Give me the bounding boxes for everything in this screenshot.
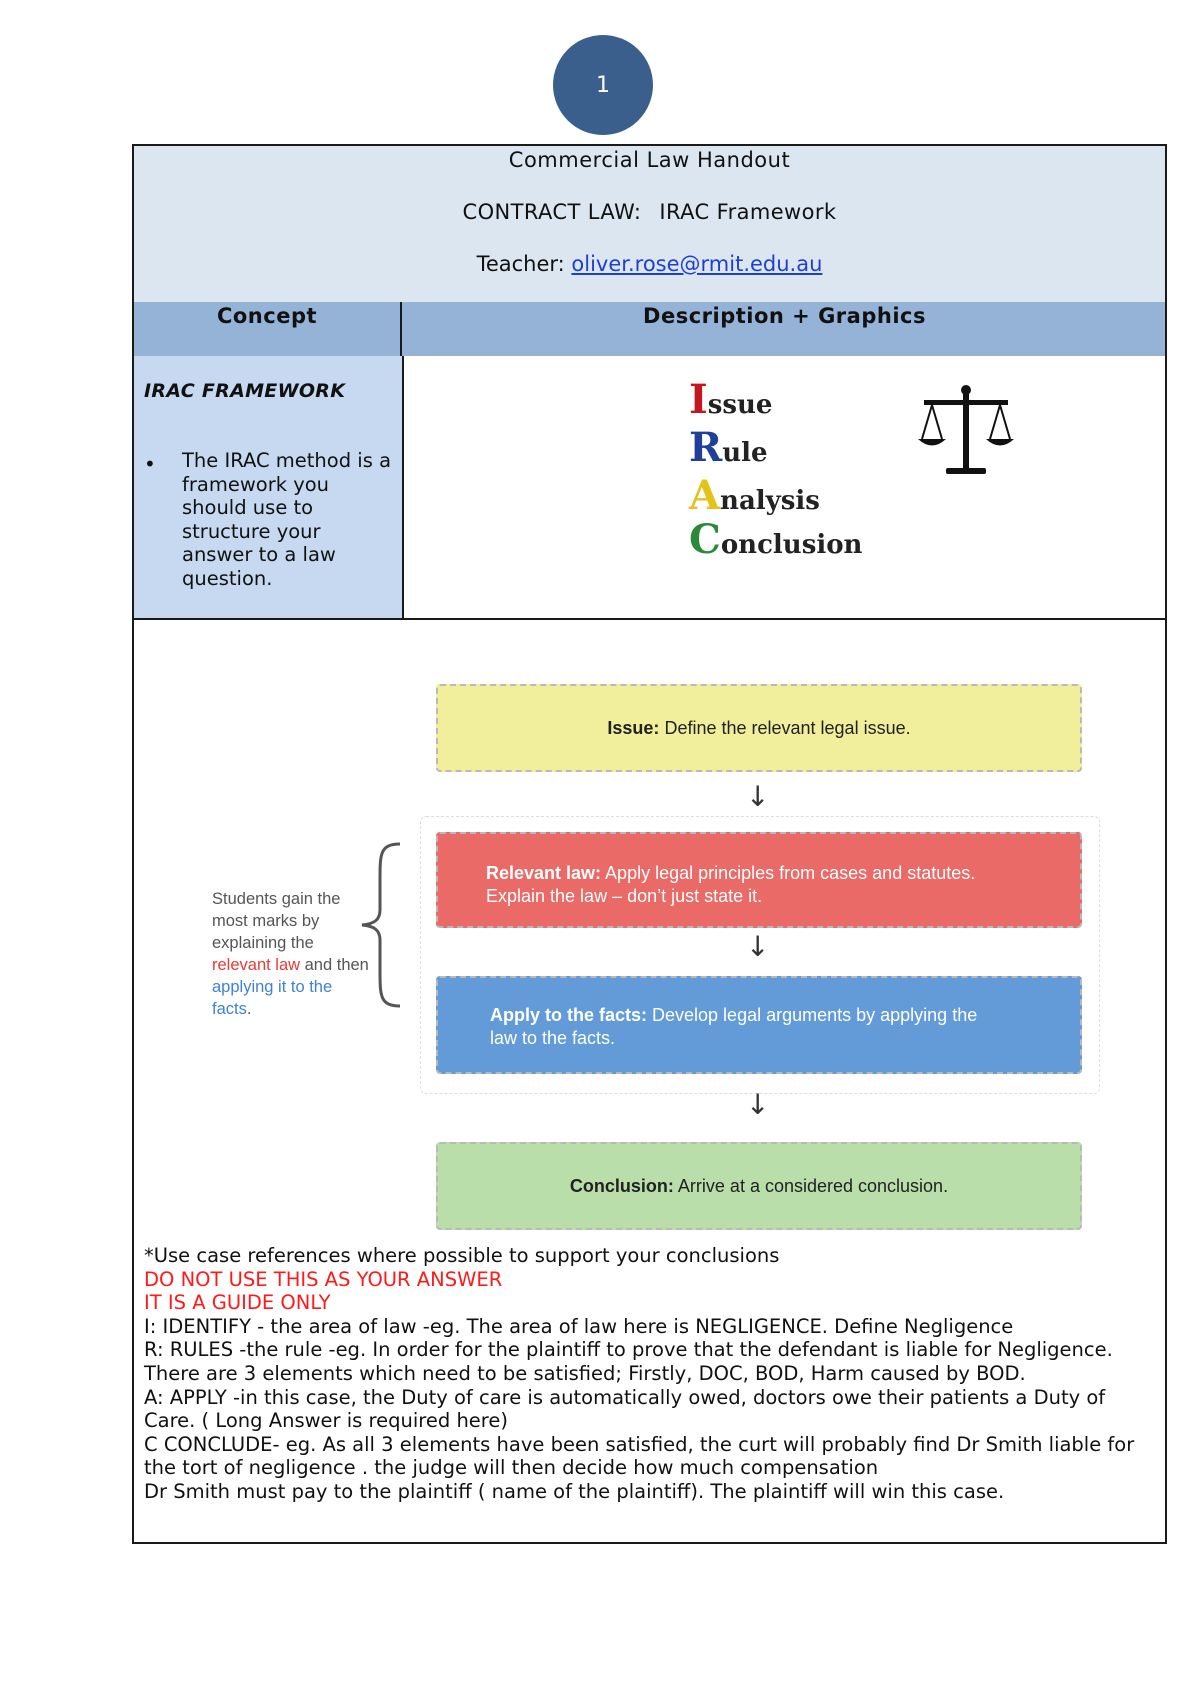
irac-rule-initial: R (689, 424, 723, 471)
irac-analysis-initial: A (689, 472, 721, 519)
flow-arrow-down-icon: ↓ (746, 930, 770, 963)
flow-side-note: Students gain the most marks by explaini… (212, 888, 372, 1020)
concept-bullet-text: The IRAC method is a framework you shoul… (182, 449, 392, 590)
side-note-applying: applying it to the facts (212, 978, 333, 1018)
irac-conclusion-word: Conclusion (689, 516, 862, 563)
concept-row: IRAC FRAMEWORK • The IRAC method is a fr… (134, 356, 1165, 620)
bullet-icon: • (144, 452, 156, 476)
page-number: 1 (596, 72, 610, 98)
handout-subtitle: CONTRACT LAW: IRAC Framework (134, 200, 1165, 224)
column-header-row: Concept Description + Graphics (134, 302, 1165, 358)
flow-law-label: Relevant law: (486, 863, 602, 883)
irac-rule-rest: ule (722, 438, 768, 468)
irac-conclusion-initial: C (689, 516, 721, 563)
flow-arrow-down-icon: ↓ (746, 1088, 770, 1121)
column-header-description: Description + Graphics (643, 304, 926, 328)
irac-graphic: Issue Rule Analysis Conclusion (404, 356, 1165, 618)
flow-apply-box: Apply to the facts: Develop legal argume… (436, 976, 1082, 1074)
note-line: A: APPLY -in this case, the Duty of care… (144, 1385, 1106, 1433)
column-header-concept: Concept (134, 302, 402, 356)
irac-notes: *Use case references where possible to s… (144, 1244, 1154, 1504)
side-note-text-3: . (246, 1000, 252, 1018)
note-line: IT IS A GUIDE ONLY (144, 1291, 331, 1315)
flow-law-apply-group (420, 816, 1100, 1094)
teacher-line: Teacher: oliver.rose@rmit.edu.au (134, 252, 1165, 276)
teacher-email-link[interactable]: oliver.rose@rmit.edu.au (571, 252, 823, 276)
flow-law-text-1: Apply legal principles from cases and st… (601, 863, 976, 883)
irac-flow-section: Issue: Define the relevant legal issue. … (134, 620, 1165, 1542)
side-note-text-2: and then (300, 956, 369, 974)
irac-conclusion-rest: onclusion (720, 530, 863, 560)
flow-issue-text: Define the relevant legal issue. (659, 717, 911, 738)
irac-analysis-word: Analysis (689, 472, 820, 519)
note-line: R: RULES -the rule -eg. In order for the… (144, 1338, 1113, 1385)
handout-title: Commercial Law Handout (508, 148, 791, 172)
note-line: Dr Smith must pay to the plaintiff ( nam… (144, 1479, 1005, 1503)
irac-issue-rest: ssue (707, 390, 773, 420)
note-line: C CONCLUDE- eg. As all 3 elements have b… (144, 1432, 1135, 1480)
flow-apply-text-2: law to the facts. (490, 1028, 616, 1048)
flow-conclusion-text: Arrive at a considered conclusion. (673, 1175, 949, 1196)
flow-conclusion-box: Conclusion: Arrive at a considered concl… (436, 1142, 1082, 1230)
subtitle-topic: CONTRACT LAW: (462, 200, 642, 224)
flow-relevant-law-box: Relevant law: Apply legal principles fro… (436, 832, 1082, 928)
flow-conclusion-label: Conclusion: (569, 1175, 674, 1196)
side-note-text-1: Students gain the most marks by explaini… (212, 890, 341, 952)
flow-apply-text-1: Develop legal arguments by applying the (647, 1005, 978, 1025)
concept-cell: IRAC FRAMEWORK • The IRAC method is a fr… (134, 356, 404, 618)
note-line: DO NOT USE THIS AS YOUR ANSWER (144, 1267, 503, 1291)
subtitle-framework: IRAC Framework (659, 200, 837, 224)
flow-issue-box: Issue: Define the relevant legal issue. (436, 684, 1082, 772)
note-line: *Use case references where possible to s… (144, 1244, 780, 1267)
flow-arrow-down-icon: ↓ (746, 780, 770, 813)
handout-table: Commercial Law Handout CONTRACT LAW:IRAC… (132, 144, 1167, 1544)
handout-header: Commercial Law Handout CONTRACT LAW: IRAC… (134, 146, 1165, 304)
concept-heading: IRAC FRAMEWORK (144, 380, 346, 402)
scales-of-justice-icon (918, 385, 1014, 474)
curly-brace-icon (361, 842, 401, 1008)
irac-issue-initial: I (689, 376, 708, 423)
flow-law-text-2: Explain the law – don’t just state it. (486, 886, 763, 906)
irac-rule-word: Rule (689, 424, 768, 471)
side-note-relevant-law: relevant law (212, 956, 301, 974)
note-line: I: IDENTIFY - the area of law -eg. The a… (144, 1314, 1014, 1338)
irac-issue-word: Issue (689, 376, 772, 423)
page-number-badge: 1 (553, 35, 653, 135)
teacher-label: Teacher: (476, 252, 572, 276)
irac-analysis-rest: nalysis (720, 486, 820, 516)
flow-issue-label: Issue: (607, 717, 660, 738)
flow-apply-label: Apply to the facts: (490, 1005, 648, 1025)
